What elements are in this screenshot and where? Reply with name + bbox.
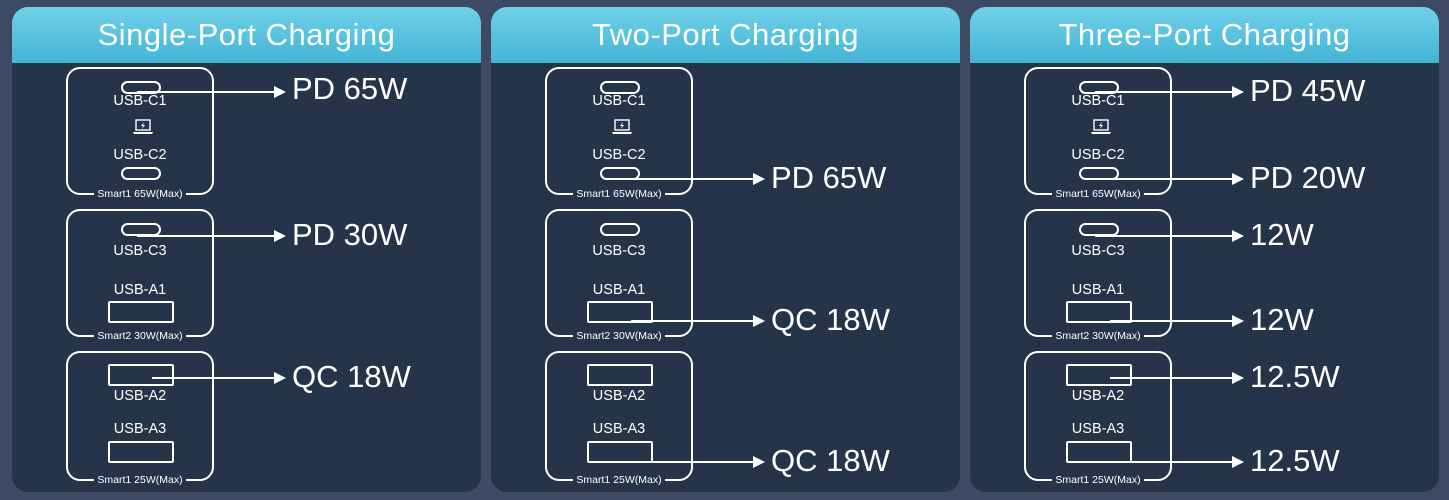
output-power-label: 12.5W bbox=[1250, 359, 1340, 394]
group-caption: Smart2 30W(Max) bbox=[68, 329, 212, 342]
output-power-label: QC 18W bbox=[771, 443, 890, 478]
usb-a-port-icon bbox=[587, 364, 653, 386]
port-label: USB-C1 bbox=[113, 93, 167, 109]
group-caption: Smart1 65W(Max) bbox=[68, 187, 212, 200]
port-label: USB-A3 bbox=[113, 421, 167, 437]
output-arrow bbox=[1095, 228, 1244, 244]
output-arrow bbox=[1110, 454, 1244, 470]
port-label: USB-C1 bbox=[1071, 93, 1125, 109]
usb-a-port-icon bbox=[108, 364, 174, 386]
port-label: USB-C1 bbox=[592, 93, 646, 109]
group-caption-text: Smart1 25W(Max) bbox=[1052, 474, 1144, 486]
output-arrow bbox=[137, 84, 286, 100]
group-caption: Smart1 25W(Max) bbox=[68, 473, 212, 486]
port-label: USB-C2 bbox=[113, 147, 167, 163]
output-power-label: 12.5W bbox=[1250, 443, 1340, 478]
output-arrow bbox=[1095, 171, 1244, 187]
group-caption-text: Smart1 65W(Max) bbox=[94, 188, 186, 200]
usb-a-port-icon bbox=[587, 441, 653, 463]
output-power-label: PD 20W bbox=[1250, 160, 1366, 195]
usb-a-port-icon bbox=[1066, 364, 1132, 386]
usb-c-port-icon bbox=[600, 223, 640, 236]
output-arrow bbox=[1110, 370, 1244, 386]
group-caption-text: Smart1 25W(Max) bbox=[94, 474, 186, 486]
output-power-label: PD 45W bbox=[1250, 73, 1366, 108]
usb-a-port-icon bbox=[587, 301, 653, 323]
usb-a-port-icon bbox=[1066, 301, 1132, 323]
output-arrow bbox=[152, 370, 286, 386]
output-arrow bbox=[1110, 313, 1244, 329]
port-label: USB-A2 bbox=[1071, 388, 1125, 404]
output-arrow bbox=[616, 171, 765, 187]
output-arrow bbox=[1095, 84, 1244, 100]
port-label: USB-A2 bbox=[592, 388, 646, 404]
laptop-charging-icon bbox=[133, 119, 153, 134]
output-power-label: 12W bbox=[1250, 217, 1314, 252]
laptop-charging-icon bbox=[1091, 119, 1111, 134]
usb-c-port-icon bbox=[121, 81, 161, 94]
group-caption-text: Smart1 65W(Max) bbox=[573, 188, 665, 200]
output-arrow bbox=[631, 313, 765, 329]
usb-c-port-icon bbox=[1079, 81, 1119, 94]
output-power-label: QC 18W bbox=[292, 359, 411, 394]
port-label: USB-A1 bbox=[1071, 282, 1125, 298]
panel-title: Three-Port Charging bbox=[970, 7, 1439, 63]
output-power-label: QC 18W bbox=[771, 302, 890, 337]
port-label: USB-C3 bbox=[1071, 243, 1125, 259]
panel-title: Two-Port Charging bbox=[491, 7, 960, 63]
port-label: USB-A1 bbox=[592, 282, 646, 298]
output-power-label: PD 30W bbox=[292, 217, 408, 252]
group-caption: Smart1 25W(Max) bbox=[1026, 473, 1170, 486]
group-caption: Smart1 25W(Max) bbox=[547, 473, 691, 486]
usb-a-port-icon bbox=[108, 441, 174, 463]
port-label: USB-C3 bbox=[592, 243, 646, 259]
laptop-charging-icon bbox=[612, 119, 632, 134]
port-label: USB-A1 bbox=[113, 282, 167, 298]
group-caption: Smart1 65W(Max) bbox=[547, 187, 691, 200]
group-caption-text: Smart1 25W(Max) bbox=[573, 474, 665, 486]
output-power-label: PD 65W bbox=[771, 160, 887, 195]
group-caption: Smart1 65W(Max) bbox=[1026, 187, 1170, 200]
usb-a-port-icon bbox=[1066, 441, 1132, 463]
output-power-label: 12W bbox=[1250, 302, 1314, 337]
port-label: USB-C2 bbox=[592, 147, 646, 163]
output-arrow bbox=[631, 454, 765, 470]
group-caption-text: Smart2 30W(Max) bbox=[1052, 330, 1144, 342]
group-caption-text: Smart2 30W(Max) bbox=[573, 330, 665, 342]
port-label: USB-C2 bbox=[1071, 147, 1125, 163]
port-label: USB-A2 bbox=[113, 388, 167, 404]
output-power-label: PD 65W bbox=[292, 71, 408, 106]
usb-a-port-icon bbox=[108, 301, 174, 323]
group-caption: Smart2 30W(Max) bbox=[1026, 329, 1170, 342]
group-caption-text: Smart2 30W(Max) bbox=[94, 330, 186, 342]
port-label: USB-A3 bbox=[592, 421, 646, 437]
port-label: USB-A3 bbox=[1071, 421, 1125, 437]
usb-c-port-icon bbox=[121, 167, 161, 180]
group-caption-text: Smart1 65W(Max) bbox=[1052, 188, 1144, 200]
usb-c-port-icon bbox=[600, 81, 640, 94]
panel-title: Single-Port Charging bbox=[12, 7, 481, 63]
output-arrow bbox=[137, 228, 286, 244]
group-caption: Smart2 30W(Max) bbox=[547, 329, 691, 342]
port-label: USB-C3 bbox=[113, 243, 167, 259]
